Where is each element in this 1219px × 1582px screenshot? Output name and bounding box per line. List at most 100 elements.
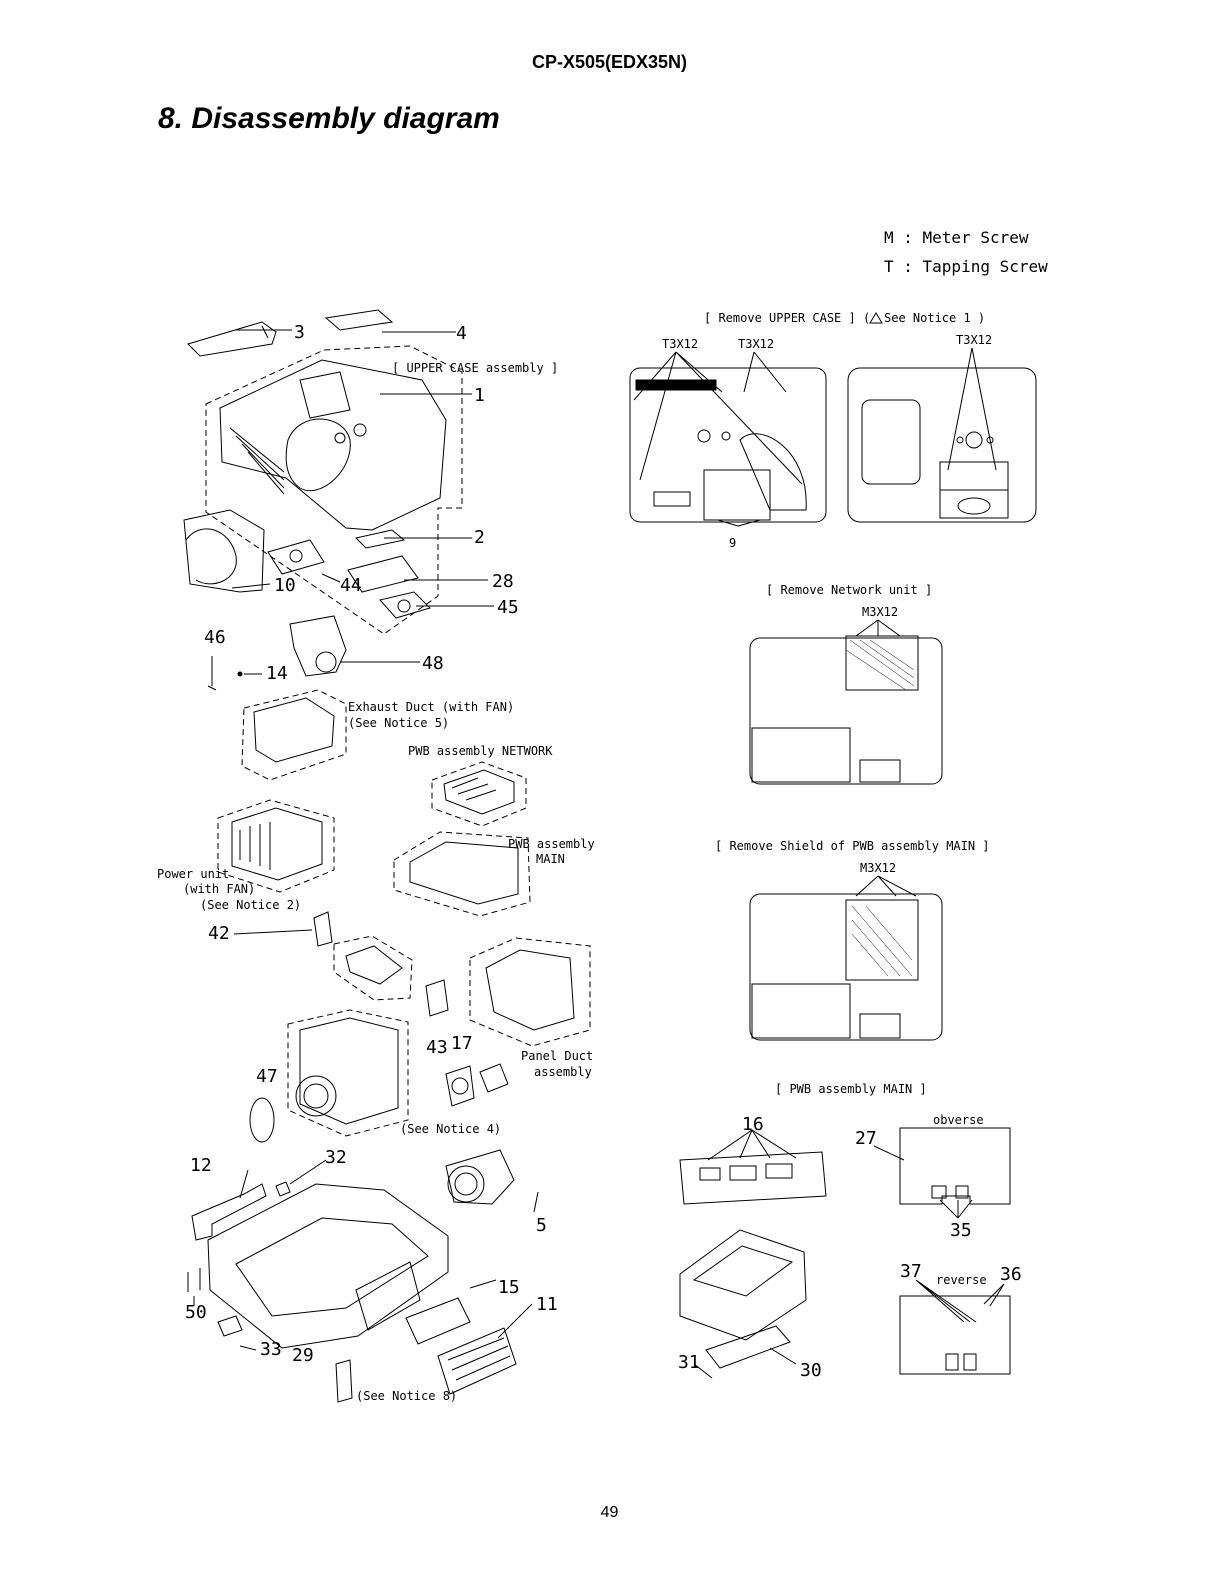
legend-tapping-screw: T : Tapping Screw [884, 257, 1048, 276]
part-number-5: 5 [536, 1215, 547, 1236]
part-47-drawing [249, 1097, 275, 1143]
part-number-10: 10 [274, 575, 296, 596]
label-power-unit-line1: Power unit [157, 867, 229, 881]
optical-engine-outline [287, 1009, 409, 1137]
pwb-network-outline [431, 761, 527, 827]
lower-case-drawing [207, 1183, 449, 1349]
part-number-44: 44 [340, 575, 362, 596]
label-pwb-main-line1: PWB assembly [508, 837, 595, 851]
label-power-unit-line2: (with FAN) [183, 882, 255, 896]
reverse-board-drawing [899, 1295, 1011, 1375]
pwb-main-board-drawing [679, 1229, 807, 1341]
part-2-drawing [355, 529, 406, 549]
section-title: 8. Disassembly diagram [158, 102, 500, 135]
label-remove-upper-case: [ Remove UPPER CASE ] ( [704, 311, 870, 325]
label-reverse: reverse [936, 1273, 987, 1287]
part-number-1: 1 [474, 385, 485, 406]
part-number-36: 36 [1000, 1264, 1022, 1285]
part-number-4: 4 [456, 323, 467, 344]
t3x12-arrows [633, 347, 997, 527]
part-number-48: 48 [422, 653, 444, 674]
part-number-35: 35 [950, 1220, 972, 1241]
label-remove-network-unit: [ Remove Network unit ] [766, 583, 932, 597]
part-number-32: 32 [325, 1147, 347, 1168]
upper-case-body-drawing [219, 359, 447, 531]
warning-icon [869, 312, 883, 324]
upper-case-dashed-outline [205, 345, 463, 635]
part-number-2: 2 [474, 527, 485, 548]
part-number-42: 42 [208, 923, 230, 944]
part-42-drawing [313, 911, 333, 947]
page-number: 49 [600, 1504, 619, 1521]
part-number-15: 15 [498, 1277, 520, 1298]
label-exhaust-duct-line2: (See Notice 5) [348, 716, 449, 730]
top-view-drawing [847, 367, 1037, 523]
part-43-drawing [425, 979, 449, 1017]
left-leader-lines [193, 329, 539, 1351]
label-power-unit-line3: (See Notice 2) [200, 898, 301, 912]
part-number-30: 30 [800, 1360, 822, 1381]
part-28-drawing [347, 555, 419, 593]
part-number-27: 27 [855, 1128, 877, 1149]
part-number-43: 43 [426, 1037, 448, 1058]
part-number-17: 17 [451, 1033, 473, 1054]
label-remove-shield: [ Remove Shield of PWB assembly MAIN ] [715, 839, 990, 853]
label-obverse: obverse [933, 1113, 984, 1127]
part-45-drawing [379, 591, 431, 619]
part-14-drawing [237, 671, 243, 677]
label-pwb-assembly-main: [ PWB assembly MAIN ] [775, 1082, 927, 1096]
part-44-drawing [267, 539, 325, 575]
label-exhaust-duct-line1: Exhaust Duct (with FAN) [348, 700, 514, 714]
part-number-50: 50 [185, 1302, 207, 1323]
m3x12-arrows-2 [855, 875, 917, 897]
label-see-notice-4: (See Notice 4) [400, 1122, 501, 1136]
part-number-16: 16 [742, 1114, 764, 1135]
obverse-board-drawing [899, 1127, 1011, 1205]
part-number-47: 47 [256, 1066, 278, 1087]
part-10-shroud-drawing [183, 509, 265, 593]
shield-view-drawing [749, 893, 943, 1041]
label-panel-duct-line2: assembly [534, 1065, 592, 1079]
legend-meter-screw: M : Meter Screw [884, 228, 1029, 247]
part-29-drawing [335, 1359, 353, 1403]
part-number-45: 45 [497, 597, 519, 618]
part-number-37: 37 [900, 1261, 922, 1282]
part-50-drawing [187, 1268, 201, 1292]
part-11-drawing [437, 1327, 517, 1395]
m3x12-arrows-1 [855, 619, 901, 637]
part-4-panel-drawing [324, 309, 394, 331]
part-15-drawing [405, 1297, 471, 1345]
label-see-notice-8: (See Notice 8) [356, 1389, 457, 1403]
pwb-main-outline [393, 831, 531, 917]
part-number-9: 9 [729, 536, 736, 550]
part-number-33: 33 [260, 1339, 282, 1360]
screw-label-t3x12-2: T3X12 [738, 337, 774, 351]
screw-label-t3x12-3: T3X12 [956, 333, 992, 347]
part-3-cover-drawing [187, 321, 277, 357]
label-see-notice-1: See Notice 1 ) [884, 311, 985, 325]
exhaust-duct-outline [241, 689, 347, 781]
part-number-46: 46 [204, 627, 226, 648]
part-number-28: 28 [492, 571, 514, 592]
part-number-14: 14 [266, 663, 288, 684]
screw-label-m3x12-1: M3X12 [862, 605, 898, 619]
bottom-view-drawing [629, 367, 827, 523]
part-number-31: 31 [678, 1352, 700, 1373]
panel-duct-outline [469, 937, 591, 1047]
power-unit-outline [217, 799, 335, 893]
part-number-12: 12 [190, 1155, 212, 1176]
pwb-main-connector-drawing [679, 1151, 827, 1205]
screw-label-m3x12-2: M3X12 [860, 861, 896, 875]
part-number-11: 11 [536, 1294, 558, 1315]
part-33-drawing [217, 1315, 243, 1337]
bracket-outline [333, 935, 413, 1001]
label-upper-case-assembly: [ UPPER CASE assembly ] [392, 361, 558, 375]
part-number-29: 29 [292, 1345, 314, 1366]
part-32-drawing [275, 1181, 291, 1197]
document-header: CP-X505(EDX35N) [531, 52, 688, 72]
part-number-3: 3 [294, 322, 305, 343]
part-48-lens-drawing [289, 615, 347, 677]
label-panel-duct-line1: Panel Duct [521, 1049, 593, 1063]
part-12-drawing [191, 1183, 267, 1241]
